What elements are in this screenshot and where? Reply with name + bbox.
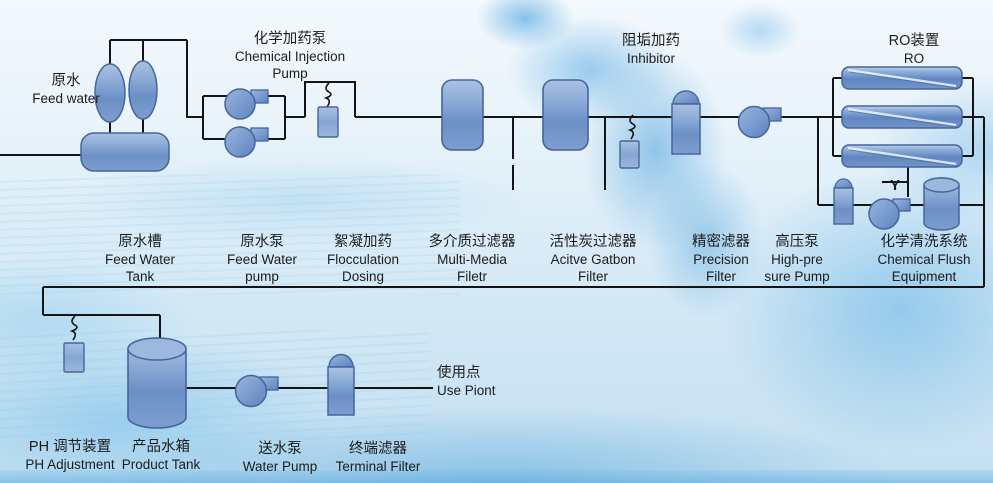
label-precision-filter: 精密滤器 Precision Filter	[664, 234, 778, 285]
label-en: Chemical Flush	[877, 252, 971, 267]
label-cn: 送水泵	[258, 441, 302, 457]
label-en: Feed water	[32, 91, 100, 106]
label-feed-water-tank: 原水槽 Feed Water Tank	[78, 234, 202, 285]
label-en: Terminal Filter	[335, 459, 421, 474]
label-cn: 阻垢加药	[622, 33, 680, 49]
chemical-injection-pump-2-shape	[224, 126, 269, 158]
chemical-flush-pump-shape	[868, 198, 911, 230]
label-cn: 絮凝加药	[334, 234, 392, 250]
label-cn: 化学加药泵	[253, 31, 327, 47]
label-cn: PH 调节装置	[28, 439, 112, 455]
flocculation-dosing-tank-shape	[317, 106, 339, 138]
label-cn: RO装置	[888, 33, 940, 49]
label-en: High-pre	[771, 252, 823, 267]
label-en: Equipment	[891, 269, 957, 284]
chemical-injection-pump-1-shape	[224, 88, 269, 120]
flocculation-lightning-icon	[323, 82, 332, 108]
label-high-pressure-pump: 高压泵 High-pre sure Pump	[740, 234, 854, 285]
label-cn: 产品水箱	[132, 439, 190, 455]
precision-filter-shape	[671, 90, 701, 155]
multi-media-filter-shape	[441, 79, 484, 151]
ph-lightning-icon	[69, 315, 78, 341]
label-en: sure Pump	[764, 269, 830, 284]
label-cn: 精密滤器	[692, 234, 750, 250]
label-product-tank: 产品水箱 Product Tank	[109, 439, 213, 473]
label-ro-unit: RO装置 RO	[856, 33, 972, 67]
label-en: Product Tank	[121, 457, 201, 472]
label-en: Acitve Gatbon	[550, 252, 636, 267]
label-cn: 活性炭过滤器	[549, 234, 637, 250]
ro-vessel-2-shape	[841, 105, 963, 129]
label-chemical-injection-pump: 化学加药泵 Chemical Injection Pump	[212, 31, 368, 82]
inhibitor-dosing-tank-shape	[619, 140, 640, 169]
label-cn: 终端滤器	[349, 441, 407, 457]
terminal-filter-shape	[327, 353, 355, 416]
label-en: Filetr	[457, 269, 487, 284]
feed-water-column-left-icon	[94, 63, 126, 123]
label-en: Flocculation	[326, 252, 400, 267]
inhibitor-lightning-icon	[627, 114, 636, 140]
label-en: Filter	[578, 269, 608, 284]
label-en: Chemical Injection	[234, 49, 346, 64]
label-cn: 高压泵	[775, 234, 819, 250]
ro-vessel-3-shape	[841, 144, 963, 168]
product-tank-shape	[127, 337, 187, 429]
label-en: Use Piont	[437, 383, 496, 398]
ph-dosing-tank-shape	[63, 342, 85, 373]
label-feed-water: 原水 Feed water	[10, 73, 122, 107]
chemical-flush-filter-shape	[833, 178, 854, 225]
label-en: Feed Water	[226, 252, 298, 267]
label-en: Tank	[125, 269, 155, 284]
label-cn: 多介质过滤器	[428, 234, 516, 250]
label-en: Pump	[272, 66, 308, 81]
label-en: RO	[903, 51, 925, 66]
label-en: Precision	[693, 252, 749, 267]
label-en: pump	[245, 269, 279, 284]
label-use-point: 使用点 Use Piont	[437, 365, 537, 399]
label-en: Filter	[706, 269, 736, 284]
label-cn: 原水槽	[118, 234, 162, 250]
label-en: Feed Water	[104, 252, 176, 267]
label-cn: 使用点	[437, 365, 481, 381]
chemical-flush-tank-shape	[923, 177, 960, 231]
label-cn: 化学清洗系统	[880, 234, 968, 250]
label-en: PH Adjustment	[25, 457, 115, 472]
label-en: Inhibitor	[626, 51, 676, 66]
feed-water-column-right-icon	[128, 60, 158, 120]
y-branch-marker: Y	[890, 177, 901, 194]
ro-vessel-1-shape	[841, 66, 963, 90]
label-feed-water-pump: 原水泵 Feed Water pump	[200, 234, 324, 285]
label-carbon-filter: 活性炭过滤器 Acitve Gatbon Filter	[526, 234, 660, 285]
high-pressure-pump-shape	[737, 105, 782, 139]
carbon-filter-shape	[542, 79, 589, 151]
label-cn: 原水	[51, 73, 81, 89]
label-chemical-flush: 化学清洗系统 Chemical Flush Equipment	[852, 234, 993, 285]
label-en: Multi-Media	[437, 252, 507, 267]
label-en: Dosing	[341, 269, 385, 284]
feed-water-tank-shape	[80, 132, 170, 172]
label-terminal-filter: 终端滤器 Terminal Filter	[316, 441, 440, 475]
label-inhibitor: 阻垢加药 Inhibitor	[593, 33, 709, 67]
label-cn: 原水泵	[240, 234, 284, 250]
label-multi-media-filter: 多介质过滤器 Multi-Media Filetr	[405, 234, 539, 285]
label-ph-adjustment: PH 调节装置 PH Adjustment	[8, 439, 132, 473]
water-pump-shape	[234, 374, 279, 408]
label-flocculation-dosing: 絮凝加药 Flocculation Dosing	[301, 234, 425, 285]
